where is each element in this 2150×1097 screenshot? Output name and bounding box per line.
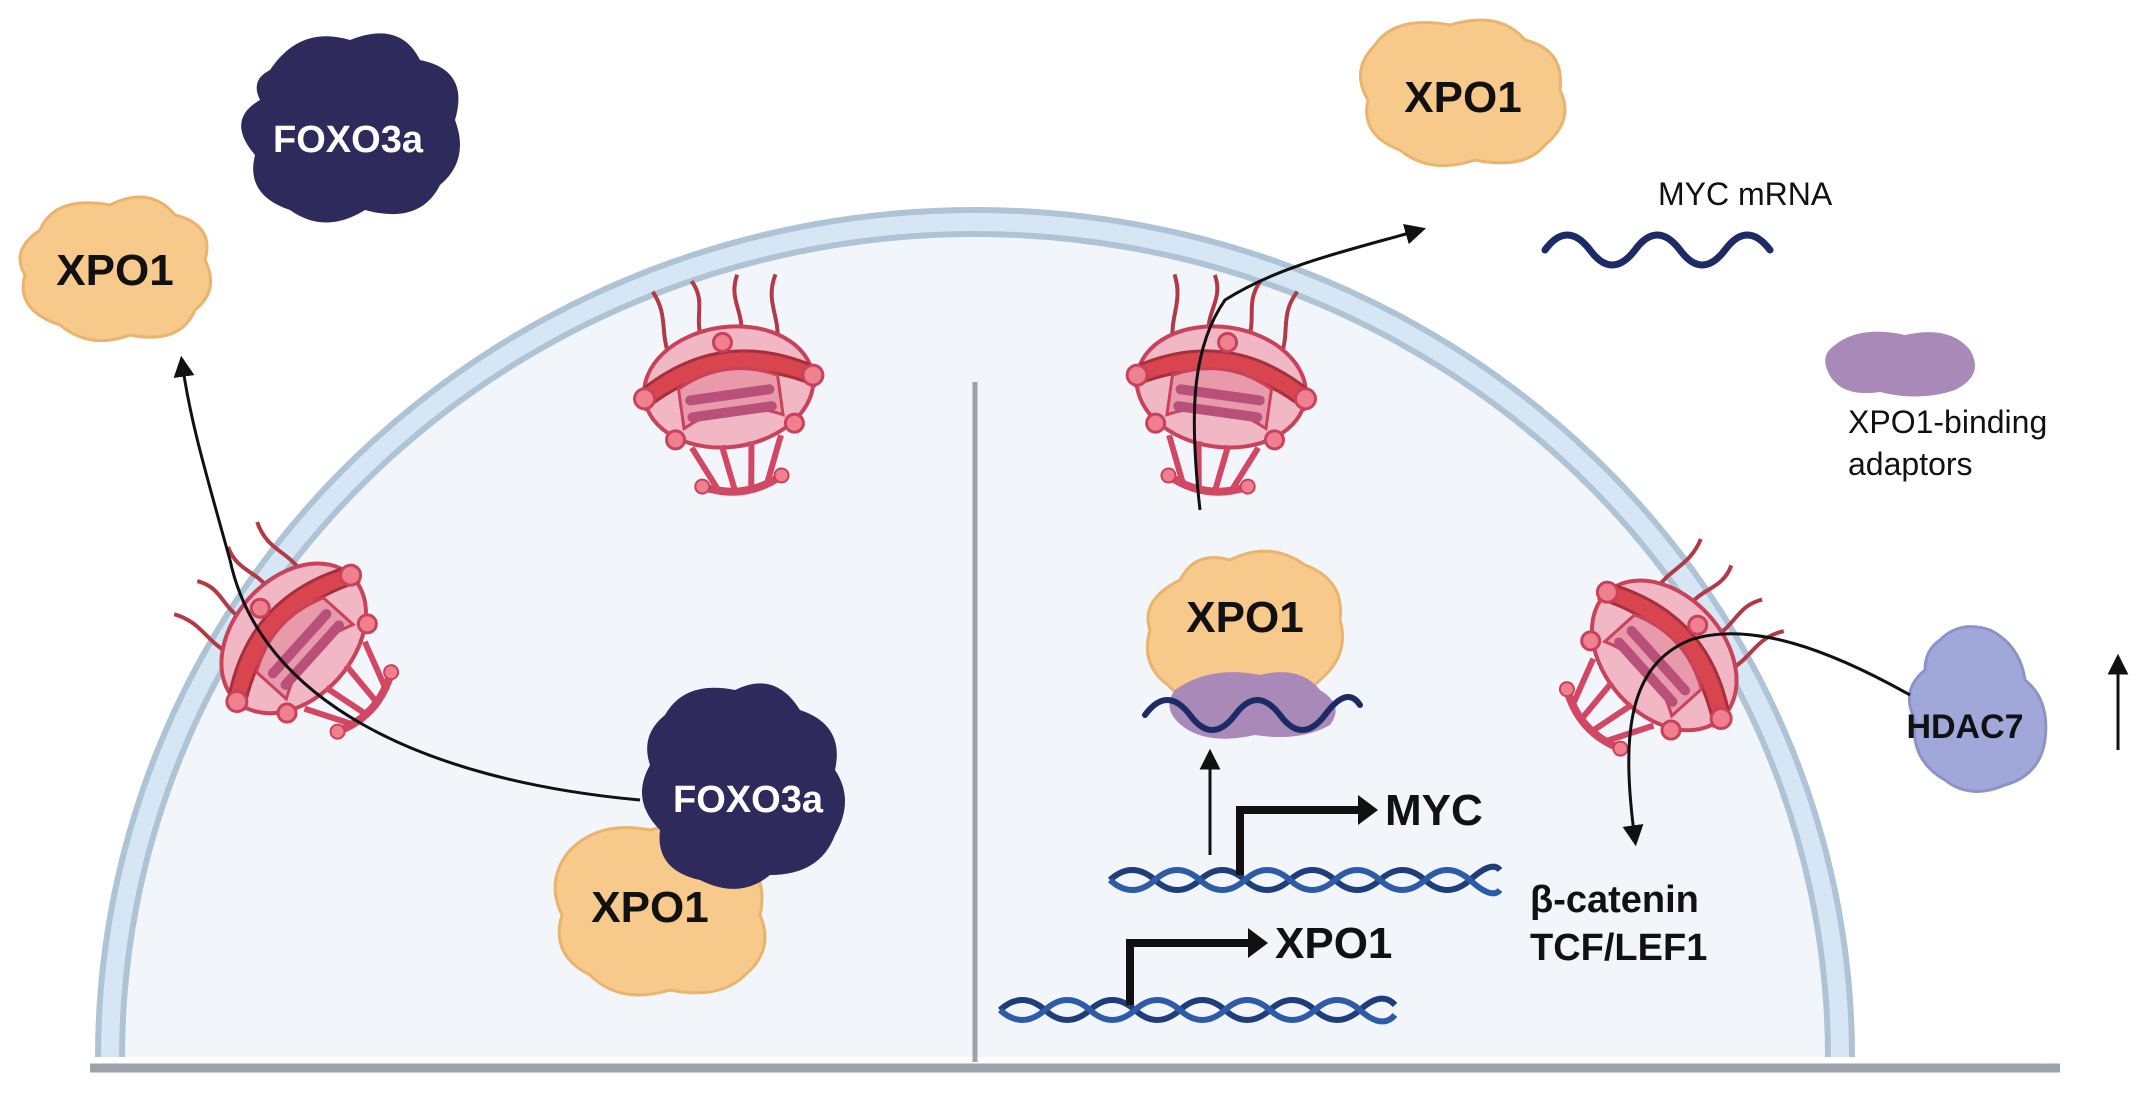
- xpo1-protein-top-left: XPO1: [18, 195, 213, 343]
- myc-gene-label: MYC: [1385, 786, 1483, 835]
- myc-mrna-label: MYC mRNA: [1658, 176, 1833, 212]
- xpo1-label-top-left: XPO1: [56, 246, 173, 295]
- adaptors-label-line1: XPO1-binding: [1848, 404, 2047, 440]
- xpo1-binding-adaptors: XPO1-binding adaptors: [1825, 331, 2047, 482]
- foxo3a-label-top: FOXO3a: [273, 119, 424, 161]
- hdac7-protein: HDAC7: [1906, 625, 2048, 793]
- export-arrow-left: [173, 355, 641, 802]
- xpo1-adaptor-mrna-complex: XPO1: [1142, 549, 1363, 739]
- xpo1-protein-top-right: XPO1: [1358, 18, 1567, 168]
- hdac7-import-arrow: [1622, 632, 1911, 847]
- foxo3a-xpo1-complex: FOXO3a XPO1: [553, 683, 845, 997]
- xpo1-gene: XPO1: [997, 919, 1398, 1025]
- hdac7-label: HDAC7: [1906, 708, 2023, 746]
- export-arrow-right: [1192, 223, 1427, 511]
- foxo3a-label-complex: FOXO3a: [673, 779, 824, 821]
- myc-gene: MYC: [1107, 786, 1503, 897]
- beta-catenin-label: β-catenin: [1530, 879, 1699, 921]
- xpo1-label-nuclear: XPO1: [1186, 593, 1303, 642]
- tcf-lef1-label: TCF/LEF1: [1530, 927, 1707, 969]
- adaptors-label-line2: adaptors: [1848, 446, 1973, 482]
- foxo3a-protein-cytoplasm: FOXO3a: [241, 33, 460, 223]
- xpo1-gene-label: XPO1: [1275, 919, 1392, 968]
- xpo1-label-complex: XPO1: [591, 883, 708, 932]
- myc-mrna-strand: [1541, 231, 1774, 269]
- xpo1-label-top-right: XPO1: [1404, 73, 1521, 122]
